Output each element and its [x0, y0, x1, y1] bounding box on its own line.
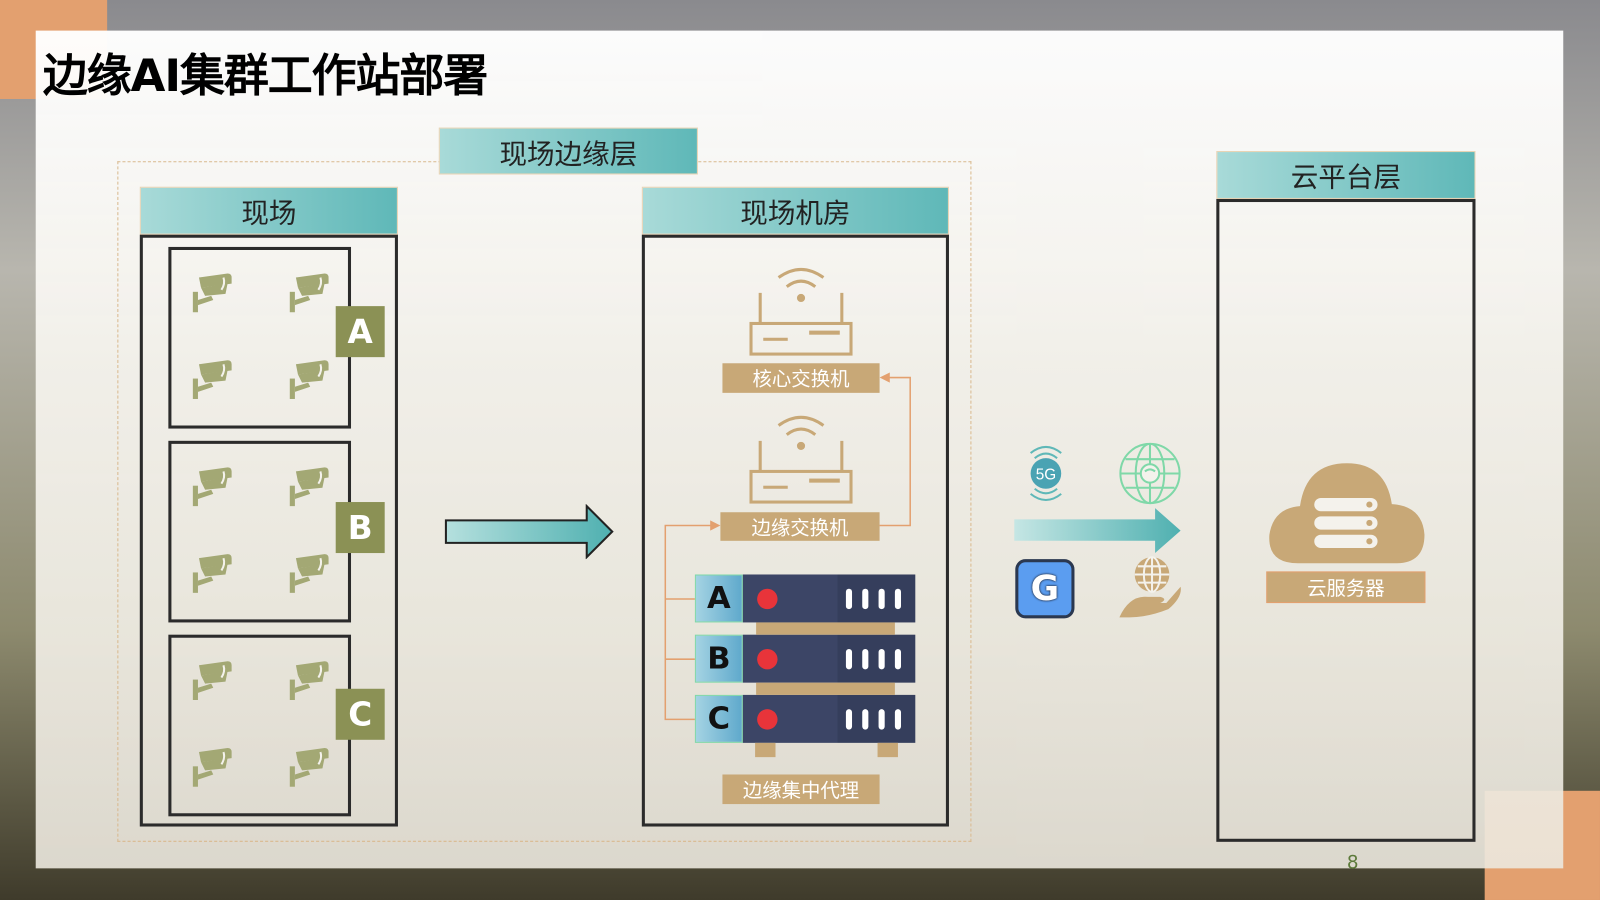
machine-room-header: 现场机房: [641, 186, 949, 235]
drive-bay-icon: [862, 708, 869, 730]
edge-proxy-label: 边缘集中代理: [722, 774, 880, 805]
cctv-camera-icon: [288, 356, 333, 405]
drive-bay-icon: [894, 708, 902, 730]
g-label: G: [1030, 568, 1060, 610]
page-number: 8: [1346, 852, 1359, 874]
cloud-layer-header: 云平台层: [1216, 151, 1476, 199]
cctv-camera-icon: [288, 657, 333, 706]
g-app-icon: G: [1015, 559, 1075, 619]
server-foot: [877, 742, 898, 758]
cctv-camera-icon: [288, 463, 333, 512]
server-label: C: [694, 694, 743, 743]
flow-arrow-icon: [444, 504, 614, 560]
group-tag: A: [335, 306, 385, 358]
drive-bay-icon: [878, 648, 885, 669]
drive-bay-icon: [862, 588, 869, 609]
drive-bay-icon: [894, 648, 902, 669]
cctv-camera-icon: [288, 744, 333, 793]
core-switch-router-icon: [749, 267, 853, 356]
server-unit: [742, 694, 916, 743]
site-box: [139, 234, 398, 827]
network-arrow-icon: [1014, 508, 1181, 554]
drive-bay-icon: [878, 708, 885, 730]
status-led-icon: [757, 648, 778, 669]
drive-bay-icon: [878, 588, 885, 609]
drive-bay-icon: [845, 708, 853, 730]
cctv-camera-icon: [288, 550, 333, 599]
group-tag: C: [335, 688, 385, 740]
cloud-layer-box: [1216, 198, 1476, 842]
drive-bay-icon: [862, 648, 869, 669]
drive-bay-icon: [894, 588, 902, 609]
server-unit: [742, 574, 916, 623]
cctv-camera-icon: [288, 269, 333, 318]
site-header: 现场: [139, 186, 398, 235]
drive-bay-icon: [845, 648, 853, 669]
machine-room-box: [641, 234, 949, 827]
5g-label: 5G: [1036, 467, 1056, 484]
wifi-globe-icon: [1119, 442, 1181, 505]
server-shelf: [756, 622, 895, 635]
core-switch-label: 核心交换机: [722, 363, 880, 393]
cctv-camera-icon: [191, 269, 236, 318]
status-led-icon: [757, 588, 778, 609]
cloud-server-label: 云服务器: [1266, 571, 1426, 604]
cctv-camera-icon: [191, 356, 236, 405]
edge-switch-router-icon: [749, 415, 853, 504]
server-shelf: [756, 682, 895, 695]
server-foot: [755, 742, 776, 758]
group-tag: B: [335, 502, 385, 554]
server-label: B: [694, 634, 743, 683]
edge-switch-label: 边缘交换机: [720, 512, 880, 541]
status-led-icon: [757, 708, 778, 730]
cctv-camera-icon: [191, 550, 236, 599]
hand-globe-icon: [1119, 556, 1181, 618]
5g-signal-icon: 5G: [1029, 445, 1062, 502]
page-title: 边缘AI集群工作站部署: [42, 49, 488, 103]
server-unit: [742, 634, 916, 683]
cctv-camera-icon: [191, 744, 236, 793]
connection-lines: [664, 372, 911, 721]
cctv-camera-icon: [191, 463, 236, 512]
cctv-camera-icon: [191, 657, 236, 706]
edge-layer-header: 现场边缘层: [438, 127, 698, 175]
server-label: A: [694, 574, 743, 623]
drive-bay-icon: [845, 588, 853, 609]
cloud-server-icon: [1269, 463, 1425, 564]
